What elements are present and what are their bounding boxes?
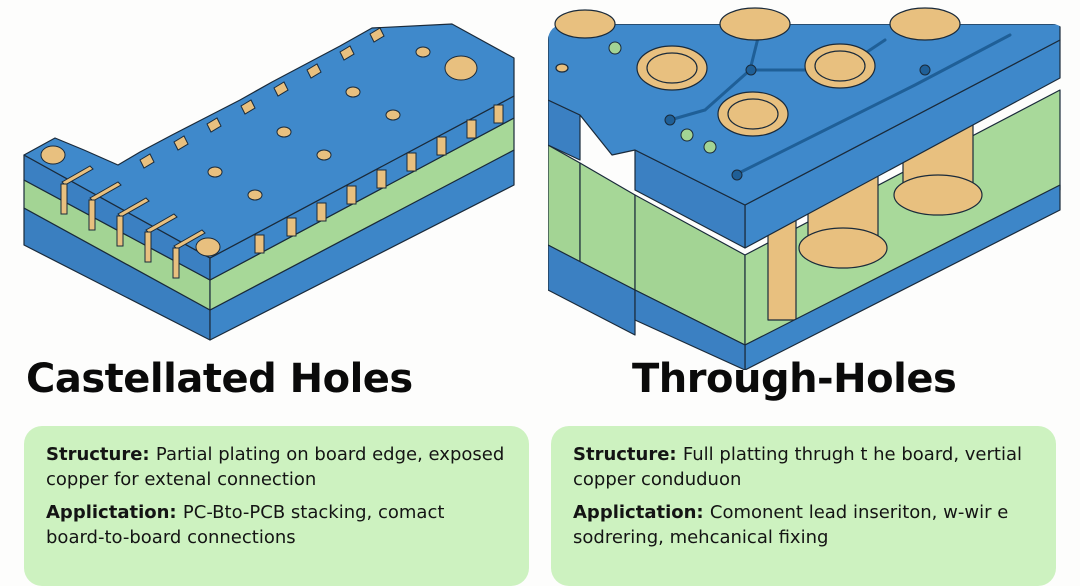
structure-text: Full platting thrugh t he board, vertial…: [573, 444, 1022, 490]
pcb-trace: [733, 33, 1012, 177]
description-card: Structure: Full platting thrugh t he boa…: [551, 426, 1056, 586]
mounting-pad: [444, 55, 478, 81]
description-card: Structure: Partial plating on board edge…: [24, 426, 529, 586]
edge-castellation: [406, 152, 417, 172]
application-description: Applictation: PC-Bto-PCB stacking, comac…: [46, 500, 507, 550]
edge-castellation: [346, 185, 357, 205]
application-label: Applictation:: [573, 502, 710, 523]
castellated-holes-panel: Castellated Holes Structure: Partial pla…: [0, 0, 540, 586]
application-description: Applictation: Comonent lead inseriton, w…: [573, 500, 1034, 550]
castellation-notch: [369, 27, 385, 43]
via: [415, 46, 431, 58]
castellation-notch: [173, 135, 189, 151]
through-hole-pad-ring: [646, 52, 698, 84]
edge-castellation: [286, 217, 297, 237]
edge-castellation: [376, 169, 387, 189]
board-bottom-left: [548, 244, 636, 336]
trace-node: [731, 169, 743, 181]
edge-castellation: [466, 119, 477, 139]
via: [345, 86, 361, 98]
castellation-notch: [306, 63, 322, 79]
corner-pad: [40, 145, 66, 165]
test-point: [608, 41, 622, 55]
through-hole-pad-ring: [727, 98, 779, 130]
structure-label: Structure:: [573, 444, 683, 465]
castellation-notch: [339, 45, 355, 61]
edge-slot: [144, 231, 152, 263]
application-text: PC-Bto-PCB stacking, comact board-to-boa…: [46, 502, 445, 548]
castellation-notch: [240, 99, 256, 115]
castellation-notch: [273, 81, 289, 97]
structure-text: Partial plating on board edge, exposed c…: [46, 444, 505, 490]
via: [385, 109, 401, 121]
castellated-pcb-illustration: [23, 23, 515, 341]
trace-node: [919, 64, 931, 76]
corner-pad: [195, 237, 221, 257]
application-label: Applictation:: [46, 502, 183, 523]
structure-label: Structure:: [46, 444, 156, 465]
test-point: [703, 140, 717, 154]
castellation-notch: [139, 153, 155, 169]
edge-slot: [116, 215, 124, 247]
panel-title: Through-Holes: [632, 356, 957, 402]
barrel-flange: [893, 174, 983, 216]
trace-node: [745, 64, 757, 76]
edge-castellation: [254, 234, 265, 254]
through-hole-pad: [554, 9, 616, 39]
board-bottom-center: [634, 289, 746, 370]
barrel-flange: [798, 227, 888, 269]
test-point: [680, 128, 694, 142]
core-left-block: [548, 144, 581, 263]
via: [207, 166, 223, 178]
application-text: Comonent lead inseriton, w-wir e sodreri…: [573, 502, 1009, 548]
through-hole-pcb-illustration: [548, 7, 1061, 370]
through-holes-panel: Through-Holes Structure: Full platting t…: [540, 0, 1080, 586]
castellation-notch: [206, 117, 222, 133]
edge-castellation: [316, 202, 327, 222]
through-hole-pad-ring: [814, 50, 866, 82]
edge-slot: [88, 199, 96, 231]
via: [247, 189, 263, 201]
via: [316, 149, 332, 161]
panel-title: Castellated Holes: [26, 356, 413, 402]
edge-castellation: [493, 104, 504, 124]
edge-slot: [60, 183, 68, 215]
structure-description: Structure: Full platting thrugh t he boa…: [573, 442, 1034, 492]
through-hole-pad: [719, 7, 791, 41]
structure-description: Structure: Partial plating on board edge…: [46, 442, 507, 492]
trace-node: [664, 114, 676, 126]
via: [276, 126, 292, 138]
small-pad: [555, 63, 569, 73]
edge-castellation: [436, 136, 447, 156]
edge-slot: [172, 247, 180, 279]
through-hole-pad: [889, 7, 961, 41]
